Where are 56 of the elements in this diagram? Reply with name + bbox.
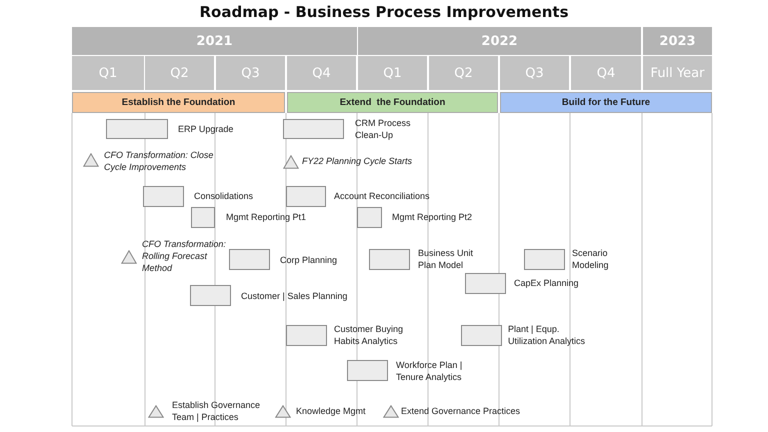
task-label: ERP Upgrade [178,123,234,135]
milestone-label: FY22 Planning Cycle Starts [302,155,412,167]
quarter-header: Q1 [72,56,144,90]
milestone-triangle [283,155,299,169]
milestone-label: Extend Governance Practices [401,405,520,417]
milestone-triangle [383,405,399,418]
quarter-header: Q4 [571,56,641,90]
phase-banner: Establish the Foundation [72,92,285,113]
quarter-header: Q3 [500,56,569,90]
milestone-label: Establish Governance Team | Practices [172,399,262,423]
phase-banner: Extend the Foundation [287,92,498,113]
task-bar [229,249,270,270]
task-label: CapEx Planning [514,277,579,289]
year-header: 2021 [72,27,357,55]
year-header: 2022 [358,27,641,55]
task-bar [461,325,502,346]
task-label: Scenario Modeling [572,247,610,271]
milestone-label: CFO Transformation: Close Cycle Improvements [104,149,214,173]
task-label: Plant | Equp. Utilization Analytics [508,323,586,347]
phase-banner: Build for the Future [500,92,712,113]
task-label: Business Unit Plan Model [418,247,474,271]
task-label: Customer Buying Habits Analytics [334,323,404,347]
milestone-triangle [275,405,291,418]
task-label: Mgmt Reporting Pt2 [392,211,472,223]
task-bar [191,207,215,228]
milestone-triangle [121,250,137,264]
task-bar [286,325,327,346]
task-label: CRM Process Clean-Up [355,117,412,141]
task-bar [369,249,410,270]
task-bar [283,119,344,139]
milestone-label: Knowledge Mgmt [296,405,366,417]
task-bar [106,119,168,139]
task-bar [190,285,231,306]
quarter-header: Q4 [287,56,356,90]
milestone-triangle [148,405,164,418]
task-label: Workforce Plan | Tenure Analytics [396,359,464,383]
task-bar [357,207,382,228]
year-header: 2023 [643,27,712,55]
task-label: Mgmt Reporting Pt1 [226,211,306,223]
milestone-triangle [83,153,99,167]
quarter-header: Q1 [358,56,427,90]
task-label: Customer | Sales Planning [241,290,348,302]
milestone-label: CFO Transformation: Rolling Forecast Method [142,238,227,274]
quarter-header: Full Year [643,56,712,90]
quarter-header: Q3 [216,56,285,90]
quarter-header: Q2 [145,56,214,90]
quarter-header: Q2 [429,56,498,90]
task-label: Consolidations [194,190,254,202]
title: Roadmap - Business Process Improvements [198,3,570,21]
task-bar [465,273,506,294]
task-label: Corp Planning [280,254,338,266]
task-bar [286,186,326,207]
task-bar [524,249,565,270]
task-label: Account Reconciliations [334,190,430,202]
task-bar [347,360,388,381]
task-bar [143,186,184,207]
